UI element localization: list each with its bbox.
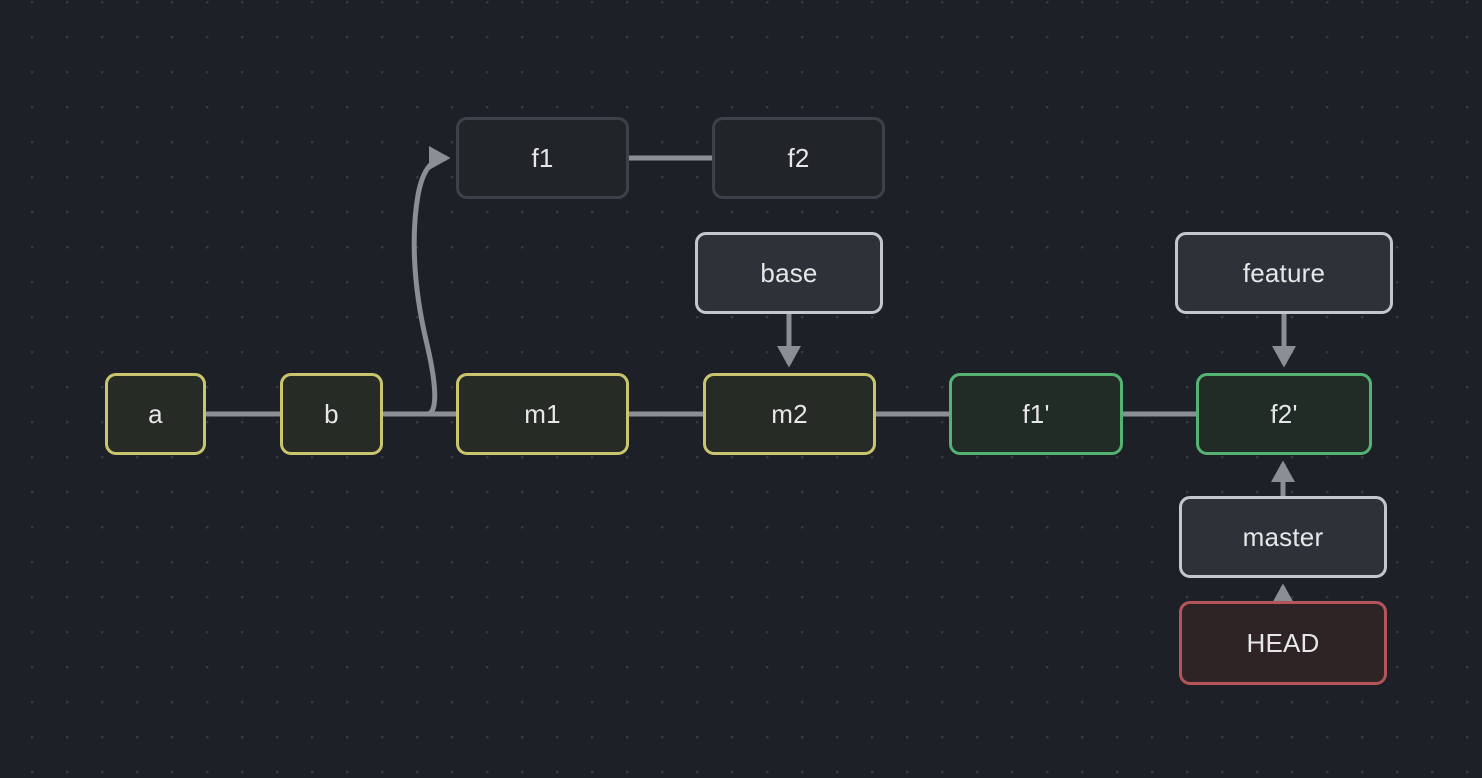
ref-label-feature[interactable]: feature	[1175, 232, 1393, 314]
edge-b-f1	[383, 146, 451, 417]
commit-node-f2[interactable]: f2	[712, 117, 885, 199]
commit-node-b[interactable]: b	[280, 373, 383, 455]
commit-node-f1[interactable]: f1	[456, 117, 629, 199]
head-pointer[interactable]: HEAD	[1179, 601, 1387, 685]
commit-node-m1[interactable]: m1	[456, 373, 629, 455]
commit-node-m2[interactable]: m2	[703, 373, 876, 455]
commit-node-f1-prime[interactable]: f1'	[949, 373, 1123, 455]
ref-label-master[interactable]: master	[1179, 496, 1387, 578]
commit-node-a[interactable]: a	[105, 373, 206, 455]
ref-label-base[interactable]: base	[695, 232, 883, 314]
commit-node-f2-prime[interactable]: f2'	[1196, 373, 1372, 455]
